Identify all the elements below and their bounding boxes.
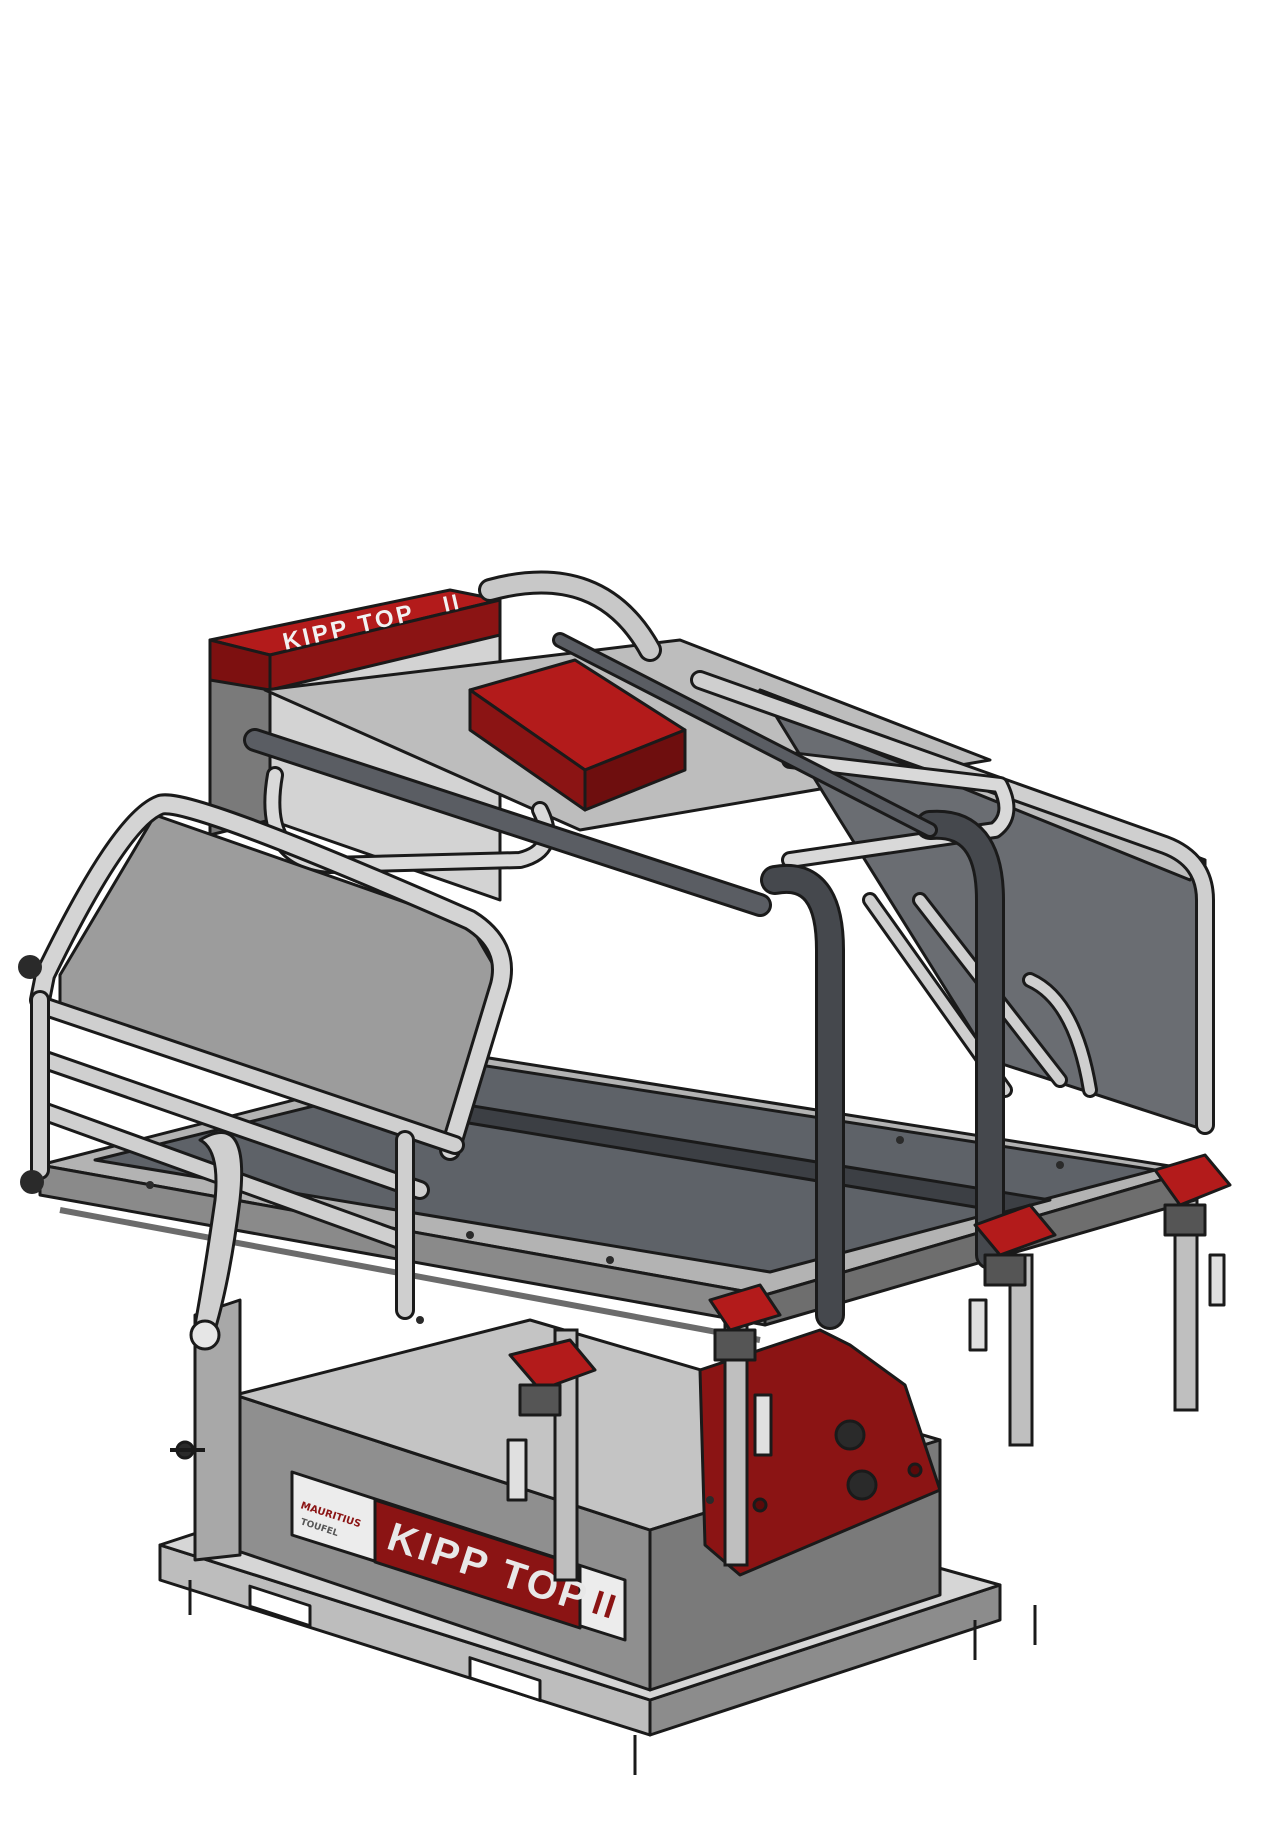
deck-bolts bbox=[146, 1136, 1064, 1504]
clamp-right-rear bbox=[1153, 1153, 1232, 1307]
front-backrest bbox=[18, 793, 513, 1320]
strap-hoops bbox=[243, 632, 1005, 1330]
red-lift-bracket bbox=[698, 1328, 942, 1577]
clamp-front-left bbox=[506, 1338, 597, 1502]
deck-clamps bbox=[506, 1153, 1232, 1502]
clamp-right-mid bbox=[968, 1203, 1057, 1352]
hinge-arm bbox=[170, 1131, 244, 1460]
brand-roman-top: II bbox=[441, 588, 464, 616]
clamp-front-mid bbox=[708, 1283, 782, 1457]
